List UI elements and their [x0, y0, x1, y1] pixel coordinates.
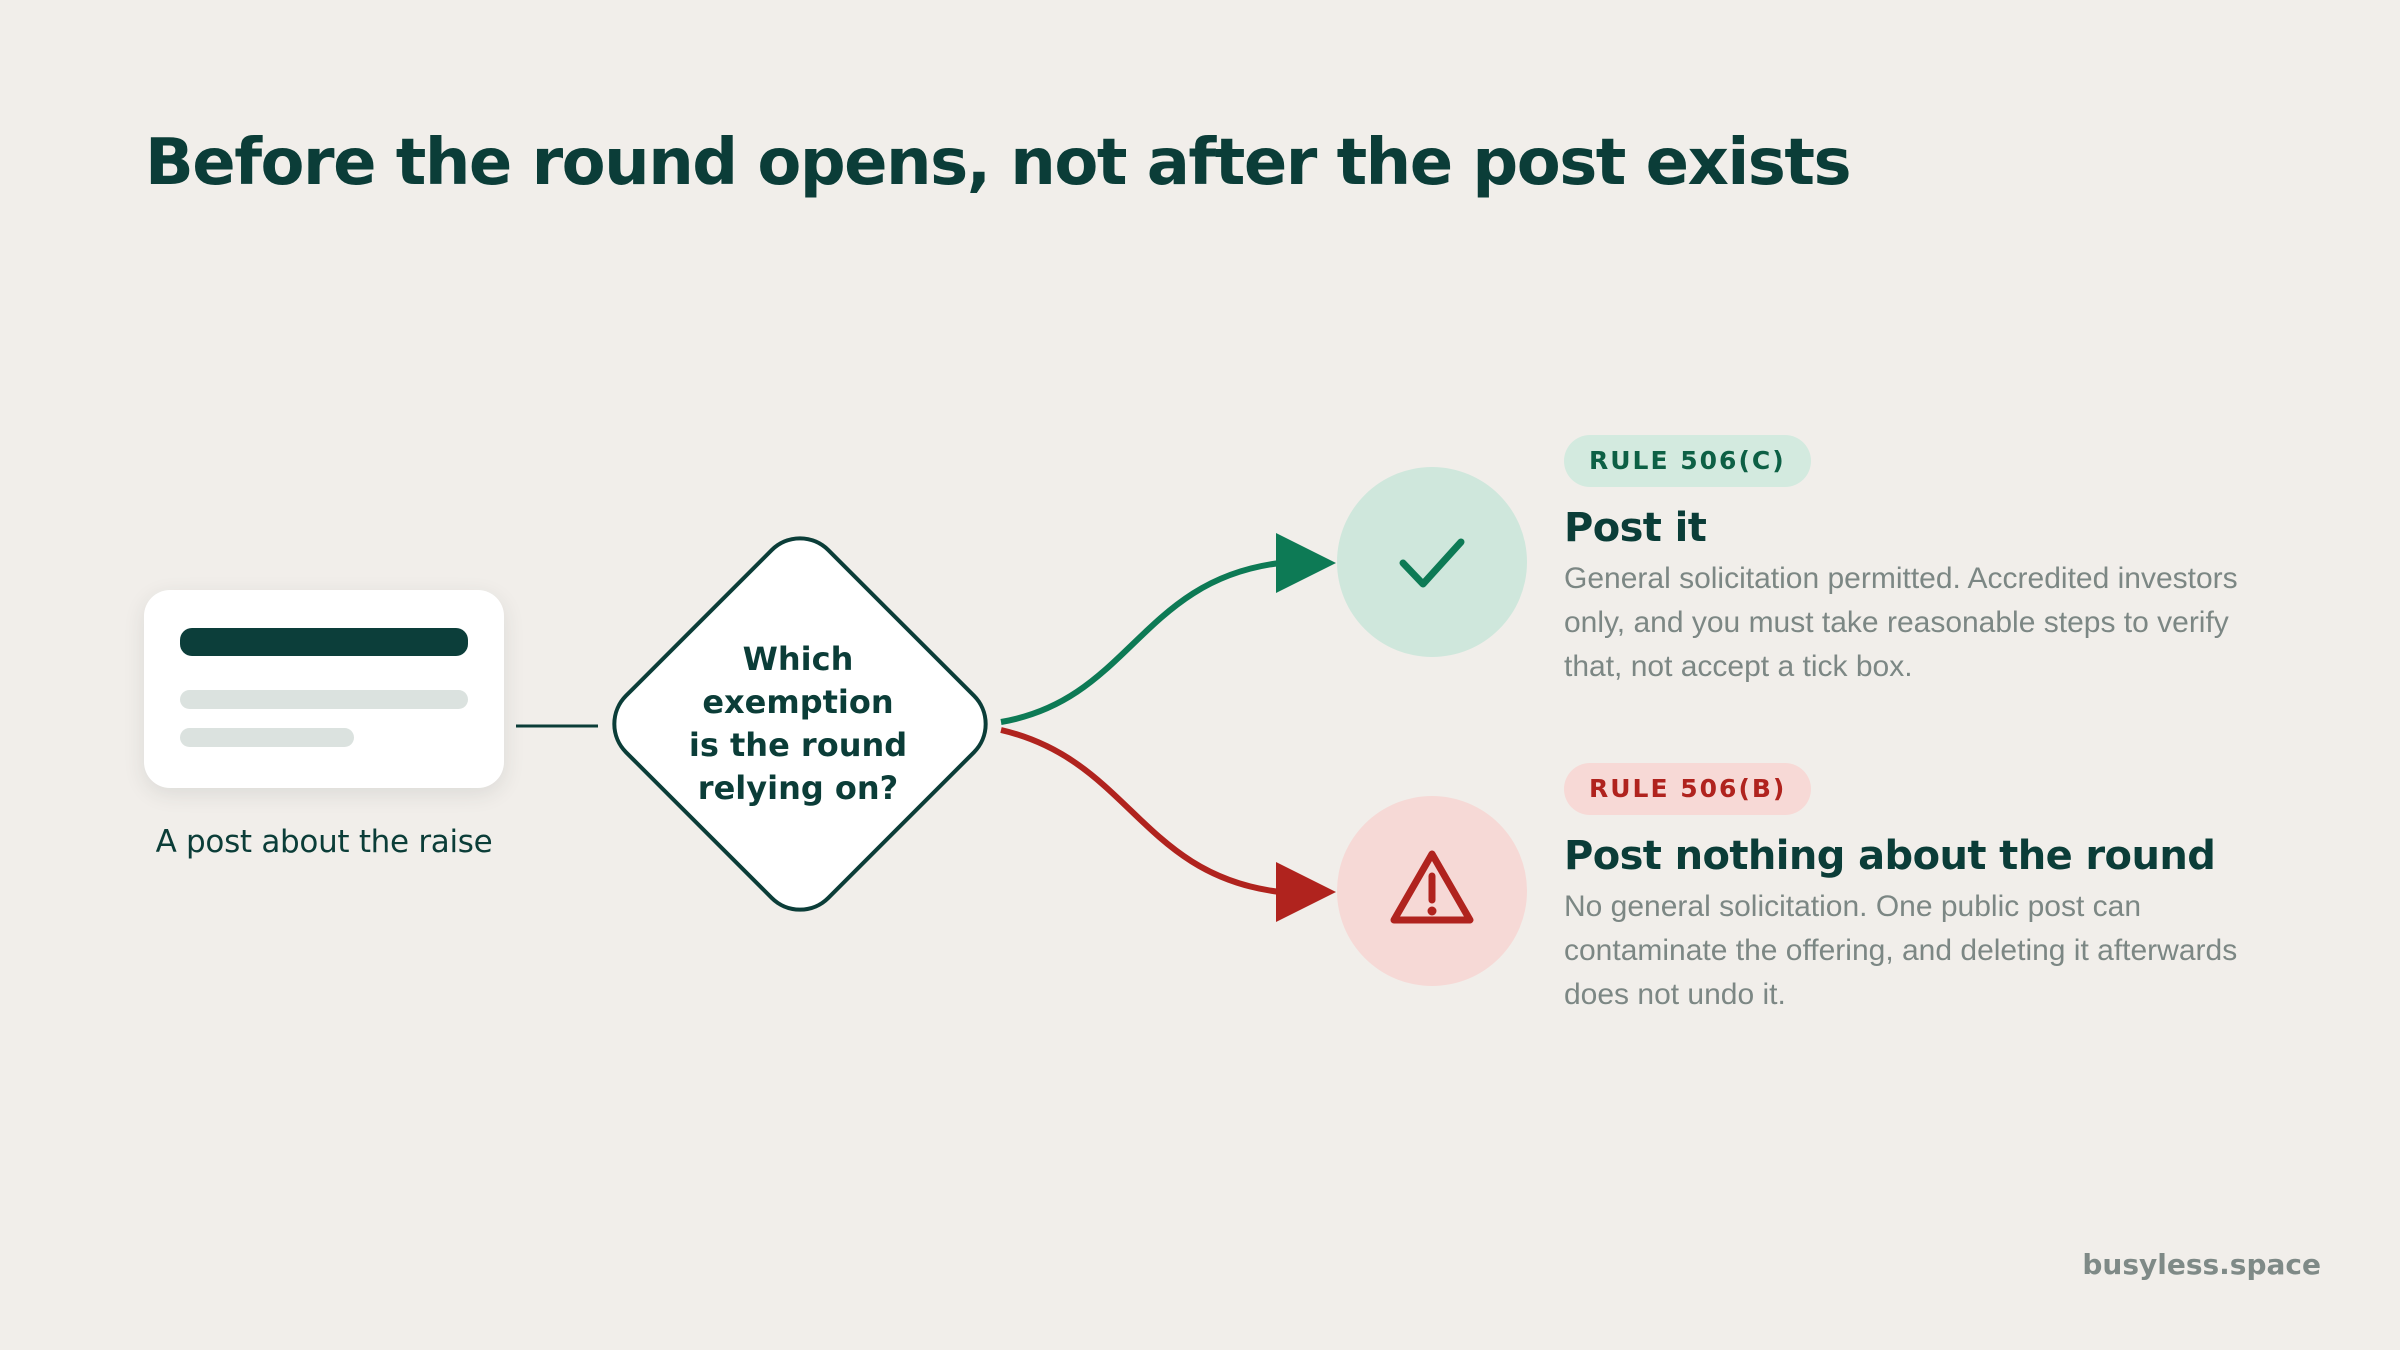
decision-diamond — [612, 536, 988, 912]
post-text-placeholder — [180, 690, 468, 709]
branch-arrow-506c — [1000, 560, 1281, 725]
outcome-506b: RULE 506(B) Post nothing about the round… — [1564, 763, 2284, 1017]
decision-question: Which exemption is the round relying on? — [688, 640, 908, 807]
checkmark-icon — [1399, 538, 1465, 588]
rule-badge: RULE 506(B) — [1564, 763, 1812, 815]
post-text-placeholder — [180, 728, 354, 747]
page-title: Before the round opens, not after the po… — [145, 126, 1852, 200]
outcome-icon-circle-506c — [1337, 467, 1527, 657]
outcome-description: No general solicitation. One public post… — [1564, 890, 2238, 1011]
outcome-506c: RULE 506(C) Post it General solicitation… — [1564, 435, 2284, 689]
branch-arrow-506b — [1000, 727, 1281, 895]
post-headline-placeholder — [180, 628, 468, 656]
post-card — [144, 590, 504, 788]
rule-badge: RULE 506(C) — [1564, 435, 1811, 487]
warning-icon — [1390, 850, 1474, 924]
arrowhead-506c — [1276, 533, 1336, 593]
post-caption: A post about the raise — [155, 824, 493, 860]
brand-watermark: busyless.space — [2082, 1248, 2321, 1281]
arrowhead-506b — [1276, 862, 1336, 922]
outcome-title: Post nothing about the round — [1564, 833, 2216, 879]
outcome-icon-circle-506b — [1337, 796, 1527, 986]
outcome-description: General solicitation permitted. Accredit… — [1564, 562, 2238, 683]
outcome-title: Post it — [1564, 505, 1707, 551]
